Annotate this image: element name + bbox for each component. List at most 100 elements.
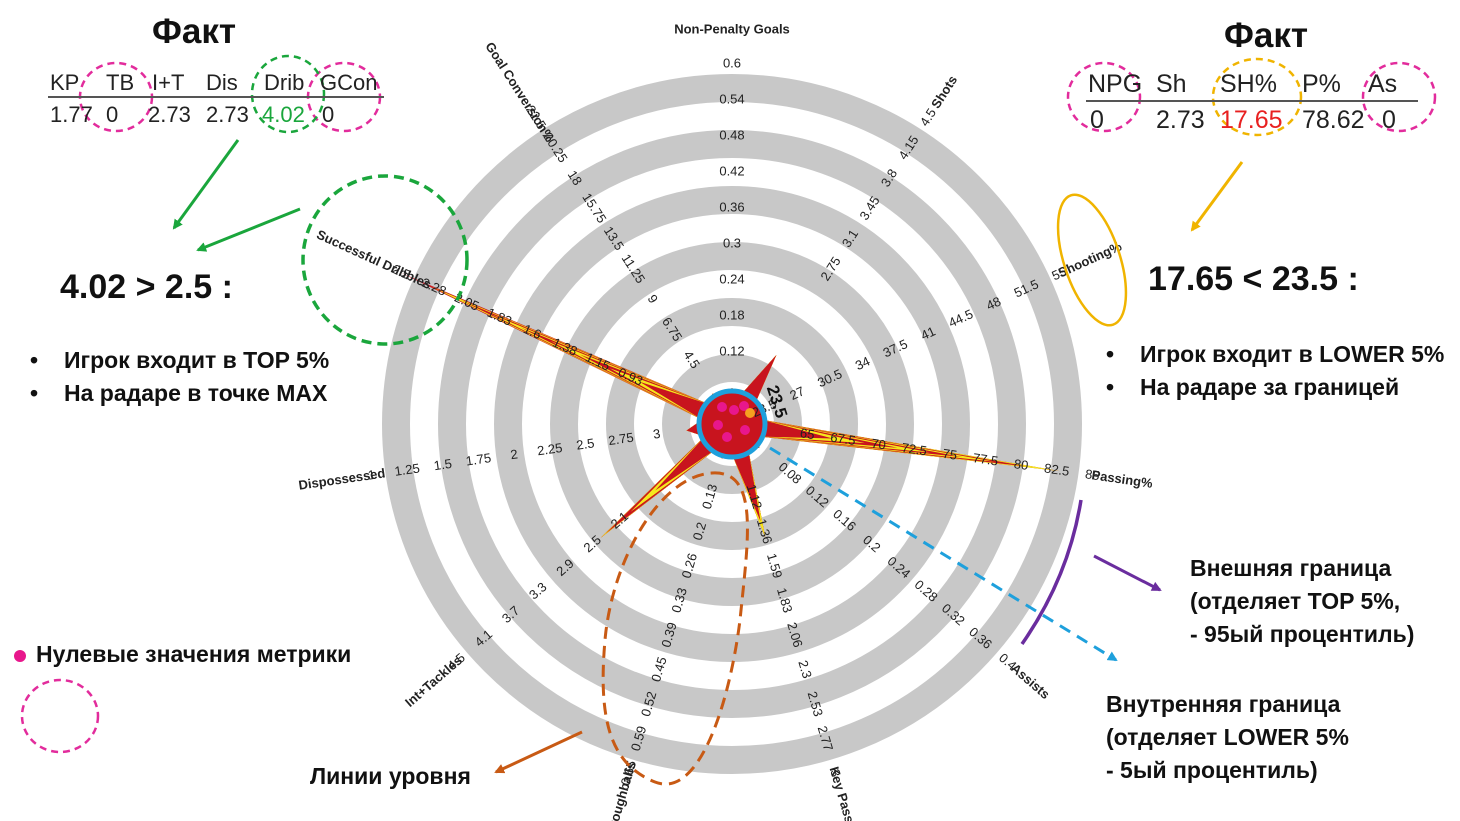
table-value-cell: 0 [322,102,335,127]
radar-tick-label: 80 [1013,456,1029,473]
table-value-cell: 2.73 [206,102,249,127]
radar-axis-label: Assists [1008,660,1053,702]
radar-tick-label: 41 [918,324,937,344]
table-header-cell: GCon [320,70,378,95]
radar-tick-label: 2.53 [805,690,827,719]
table-header-cell: Drib [264,70,305,95]
radar-axis-label: Non-Penalty Goals [674,21,790,36]
shooting-highlight-circle [1211,57,1303,137]
radar-tick-label: 2.3 [795,659,814,681]
radar-axis-label: Key Passes [827,765,862,821]
left-compare: 4.02 > 2.5 : [60,268,233,306]
radar-tick-label: 18 [565,168,585,188]
radar-tick-label: 1.59 [764,551,786,580]
radar-tick-label: 0.36 [719,199,744,214]
radar-tick-label: 75 [942,446,958,463]
legend-dashed-circle [20,678,100,754]
dribbles-axis-circle [301,174,469,346]
left-title: Факт [152,12,236,51]
radar-tick-label: 0.18 [719,307,744,322]
level-lines-oval [601,471,749,786]
zero-value-dot [740,425,750,435]
zero-value-dot [717,402,727,412]
zero-value-dot [713,420,723,430]
radar-tick-label: 34 [853,353,872,373]
level-lines-note: Линии уровня [310,763,471,789]
yellow-arrow [1190,161,1244,232]
zero-highlight-circle [1066,61,1142,133]
radar-tick-label: 48 [984,294,1003,314]
radar-tick-label: 1.75 [465,450,492,468]
radar-ring [494,186,970,662]
zero-highlight-circle [1361,61,1437,133]
radar-ring [550,242,914,606]
right-bullets: Игрок входит в LOWER 5% На радаре за гра… [1106,338,1444,404]
table-header-cell: Dis [206,70,238,95]
radar-tick-label: 55 [1049,264,1068,284]
left-bullets: Игрок входит в TOP 5% На радаре в точке … [30,344,329,410]
radar-tick-label: 1.5 [433,456,453,473]
radar-tick-label: 2.75 [607,430,634,448]
radar-tick-label: 0.26 [679,551,701,580]
right-bullet-1: Игрок входит в LOWER 5% [1106,338,1444,371]
radar-tick-label: 0.12 [719,343,744,358]
radar-axis-label: Dispossessed [298,465,387,492]
radar-tick-label: 0.13 [699,482,721,511]
inner-border-circle [696,388,768,460]
table-value-cell: 2.73 [1156,106,1205,134]
radar-tick-label: 2.5 [390,261,413,282]
radar-core [698,390,766,458]
radar-tick-label: 1.83 [774,586,796,615]
radar-axis-label: Throughballs [601,760,639,821]
table-value-cell: 0 [1382,106,1396,134]
right-bullet-2: На радаре за границей [1106,371,1444,404]
zero-value-dot [739,401,749,411]
table-header-cell: TB [106,70,135,95]
table-value-cell: 2.73 [148,102,191,127]
radar-tick-label: 67.5 [829,430,856,448]
green-arrow-1 [172,139,240,230]
radar-tick-label: 3 [827,767,843,778]
table-value-cell: 1.77 [50,102,93,127]
table-header-cell: P% [1302,70,1341,98]
radar-tick-label: 15.75 [579,190,609,225]
radar-axis-label: Successful Dribbles [314,227,433,292]
radar-axis-label: Passing% [1091,467,1154,491]
radar-tick-label: 2 [509,446,518,462]
radar-tick-label: 0.65 [618,759,640,788]
table-header-cell: KP [50,70,80,95]
radar-tick-label: 0.45 [648,655,670,684]
radar-tick-label: 85 [1084,466,1100,483]
radar-ring [606,298,858,550]
left-bullet-2: На радаре в точке MAX [30,377,329,410]
radar-tick-label: 0.2 [690,520,709,542]
radar-tick-label: 72.5 [901,440,928,458]
table-value-cell: 78.62 [1302,106,1365,134]
table-header-cell: SH% [1220,70,1277,98]
table-header-cell: I+T [152,70,185,95]
blue-dashed-arrow [769,446,1118,662]
radar-tick-label: 2.06 [784,621,806,650]
shooting-axis-oval [1056,193,1128,327]
radar-rings [382,74,1082,774]
table-header-cell: NPG [1088,70,1143,98]
radar-tick-label: 44.5 [946,306,975,330]
left-table-headers: KP TB I+T Dis Drib GCon [48,70,384,98]
radar-axis-label: Shots [928,73,960,112]
zero-value-dot [729,405,739,415]
zero-dot-icon [14,649,26,662]
radar-tick-label: 2.25 [536,440,563,458]
radar-tick-label: 1.25 [394,460,421,478]
radar-tick-label: 2.5 [575,435,595,452]
radar-tick-label: 65 [799,425,815,442]
outer-border-note: Внешняя граница (отделяет TOP 5%, - 95ый… [1190,555,1415,647]
green-arrow-2 [196,207,301,252]
radar-tick-label: 70 [870,436,886,453]
radar-tick-label: 0.3 [723,235,741,250]
radar-tick-label: 2.77 [815,724,837,753]
radar-axis-label: Int+Tackles [402,653,465,710]
table-value-cell: 17.65 [1220,106,1283,134]
